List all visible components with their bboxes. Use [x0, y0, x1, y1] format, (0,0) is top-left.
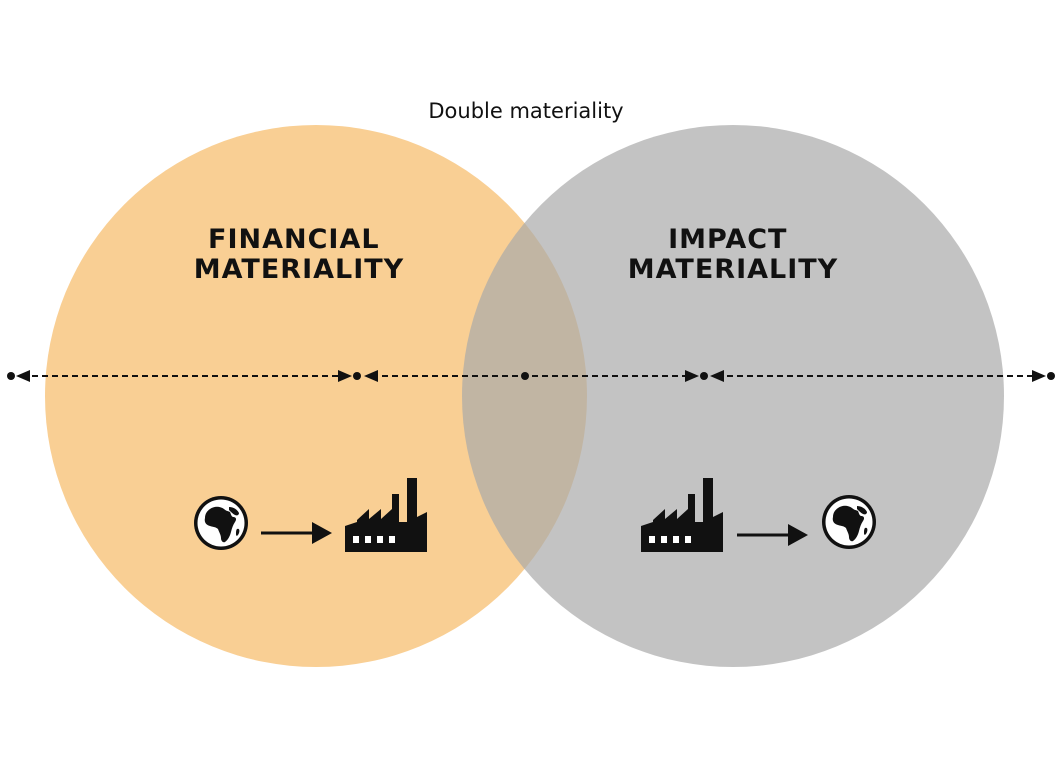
- arrowhead-icon: [312, 522, 332, 544]
- globe-icon: [822, 495, 876, 549]
- globe-icon: [194, 496, 248, 550]
- financial-label-line1: FINANCIAL: [208, 224, 380, 255]
- financial-materiality-label: FINANCIAL MATERIALITY: [194, 224, 404, 285]
- arrowhead-left-icon: [364, 370, 378, 382]
- arrowhead-right-icon: [685, 370, 699, 382]
- diagram-title: Double materiality: [428, 99, 623, 123]
- impact-materiality-circle: [462, 125, 1004, 667]
- axis-dot-left-end: [7, 372, 15, 380]
- axis-dot-left-mid: [353, 372, 361, 380]
- axis-markers: [7, 370, 1055, 382]
- impact-icon-group: [641, 478, 876, 552]
- arrowhead-right-icon: [1032, 370, 1046, 382]
- impact-label-line2: MATERIALITY: [628, 254, 838, 285]
- axis-dot-center: [521, 372, 529, 380]
- impact-materiality-label: IMPACT MATERIALITY: [628, 224, 838, 285]
- arrowhead-icon: [788, 524, 808, 546]
- financial-icon-group: [194, 478, 427, 552]
- financial-materiality-circle: [45, 125, 587, 667]
- financial-label-line2: MATERIALITY: [194, 254, 404, 285]
- impact-label-line1: IMPACT: [668, 224, 787, 255]
- arrowhead-left-icon: [16, 370, 30, 382]
- arrowhead-right-icon: [338, 370, 352, 382]
- arrowhead-left-icon: [710, 370, 724, 382]
- axis-dot-right-mid: [700, 372, 708, 380]
- axis-dot-right-end: [1047, 372, 1055, 380]
